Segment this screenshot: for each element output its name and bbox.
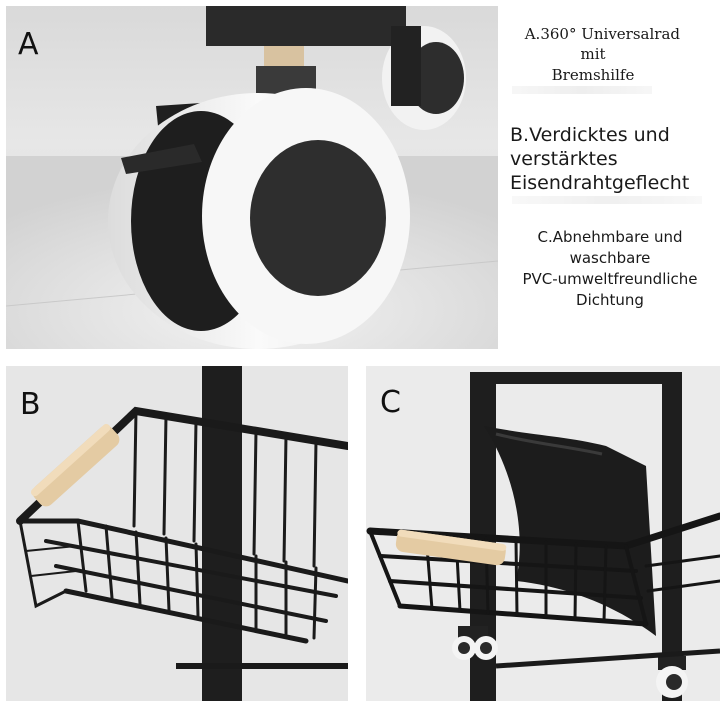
caption-c-line1: C.Abnehmbare und [537,228,683,246]
caption-universal-wheel: A.360° Universalrad mit Bremshilfe [506,24,680,85]
wire-basket-illustration [6,366,348,701]
caption-c-line3: PVC-umweltfreundliche [522,270,698,288]
caption-b-line1: B.Verdicktes und [510,124,670,146]
wood-handle-c [395,529,507,566]
caption-a-line1: A.360° Universalrad [524,25,680,43]
wire-basket [16,406,348,644]
wire-basket-c [366,512,720,627]
pvc-seal-sheet [484,426,656,636]
back-wheel [206,6,466,130]
caption-a-line2: mit [580,45,606,64]
frame-post [202,366,242,701]
caption-b-line2: verstärktes [510,147,618,170]
caption-c-line2: waschbare [569,249,651,267]
brake-lever [121,144,202,174]
small-caster-wheels [452,626,688,698]
caption-a-line3: Bremshilfe [551,65,635,84]
panel-label-a: A [18,27,39,62]
photo-panel-b: B [6,366,348,701]
photo-panel-c: C [366,366,720,701]
caption-c-line4: Dichtung [576,291,644,309]
pvc-basket-illustration [366,366,720,701]
panel-label-b: B [20,387,41,422]
faded-text-artifact-2 [512,196,702,204]
panel-label-c: C [380,385,401,420]
faded-text-artifact [512,86,652,94]
frame-post-right [662,372,682,701]
caption-wire-mesh: B.Verdicktes und verstärktes Eisendrahtg… [510,124,720,195]
photo-panel-a: A [6,6,498,349]
caster-wheel-illustration [6,6,498,349]
wood-handle [30,423,120,507]
caption-pvc-seal: C.Abnehmbare und waschbare PVC-umweltfre… [500,227,720,311]
caption-b-line3: Eisendrahtgeflecht [510,171,690,194]
main-caster-wheel [108,88,410,349]
